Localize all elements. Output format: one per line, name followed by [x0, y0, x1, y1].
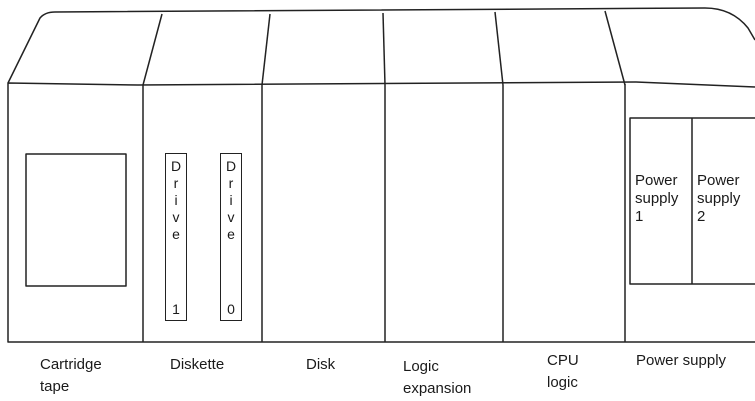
caption-cartridge-tape-line2: tape	[40, 378, 70, 395]
drive-letter: i	[174, 192, 178, 208]
power-supply-1-line3: 1	[635, 208, 644, 225]
drive-letter: r	[173, 175, 179, 191]
drive-letter: e	[227, 226, 235, 242]
drive-letter: r	[228, 175, 234, 191]
cartridge-tape-slot	[25, 153, 127, 287]
caption-disk: Disk	[306, 356, 336, 373]
caption-logic-expansion: Logic expansion	[403, 356, 471, 400]
drive-0-number: 0	[227, 301, 235, 317]
caption-cpu-logic: CPU logic	[547, 350, 579, 394]
caption-cartridge-tape: Cartridge tape	[40, 354, 102, 398]
power-supply-1-label: Power supply 1	[635, 172, 678, 226]
power-supply-2-line2: supply	[697, 190, 741, 207]
caption-logic-expansion-line2: expansion	[403, 380, 472, 397]
drive-letter: i	[229, 192, 233, 208]
power-supply-1-line1: Power	[635, 172, 678, 189]
power-supply-2-line3: 2	[697, 208, 706, 225]
caption-cartridge-tape-line1: Cartridge	[40, 356, 102, 373]
caption-cpu-logic-line2: logic	[547, 374, 578, 391]
cabinet-front-face	[7, 81, 755, 343]
drive-letter: D	[170, 158, 182, 174]
drive-letter: v	[172, 209, 180, 225]
caption-power-supply: Power supply	[636, 352, 727, 369]
caption-diskette: Diskette	[170, 356, 225, 373]
caption-cpu-logic-line1: CPU	[547, 352, 579, 369]
drive-letter: v	[227, 209, 235, 225]
drive-letter: D	[225, 158, 237, 174]
caption-logic-expansion-line1: Logic	[403, 358, 439, 375]
power-supply-1-line2: supply	[635, 190, 679, 207]
drive-letter: e	[172, 226, 180, 242]
power-supply-2-label: Power supply 2	[697, 172, 740, 226]
power-supply-2-line1: Power	[697, 172, 740, 189]
cabinet-top-surface	[7, 7, 755, 84]
drive-1-number: 1	[172, 301, 180, 317]
